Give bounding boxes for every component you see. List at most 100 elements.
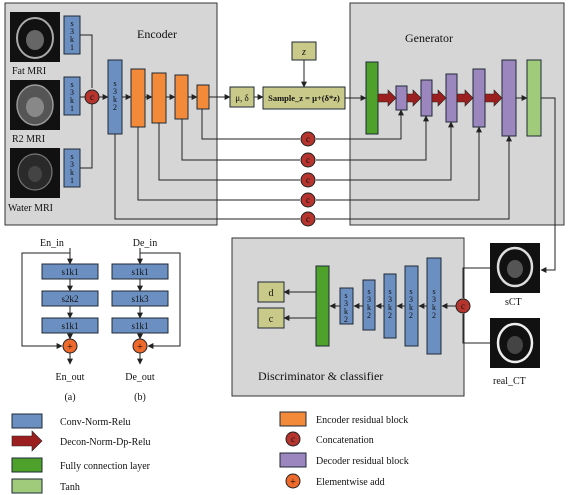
svg-text:3: 3 — [113, 87, 117, 96]
svg-text:Concatenation: Concatenation — [316, 435, 374, 446]
svg-text:c: c — [291, 434, 295, 444]
svg-text:3: 3 — [367, 295, 371, 304]
svg-text:s: s — [409, 287, 412, 296]
water-mri-label: Water MRI — [8, 203, 53, 214]
encoder-title: Encoder — [137, 27, 177, 41]
de-in-label: De_in — [133, 238, 157, 249]
decon-arrow-3 — [431, 89, 447, 107]
generator-fc-layer — [365, 61, 379, 135]
sct-image — [490, 243, 540, 293]
svg-text:+: + — [67, 342, 73, 353]
real-ct-label: real_CT — [493, 376, 526, 387]
z-box: z — [291, 41, 317, 61]
svg-text:Conv-Norm-Relu: Conv-Norm-Relu — [60, 417, 131, 428]
svg-text:s: s — [367, 287, 370, 296]
decon-arrow-2 — [406, 89, 422, 107]
disc-conv-block-4: s 3 k 2 — [362, 279, 376, 331]
svg-text:k: k — [344, 307, 348, 316]
svg-text:s: s — [70, 80, 73, 89]
svg-text:2: 2 — [113, 103, 117, 112]
svg-text:μ, δ: μ, δ — [235, 93, 249, 103]
svg-text:c: c — [306, 175, 310, 185]
svg-text:z: z — [301, 47, 306, 58]
sct-to-concat-line — [462, 267, 490, 298]
svg-text:c: c — [306, 214, 310, 224]
svg-text:k: k — [388, 303, 392, 312]
encoder-residual-block-1 — [130, 68, 146, 128]
en-caption: (a) — [64, 392, 75, 403]
svg-text:s: s — [113, 79, 116, 88]
svg-text:3: 3 — [344, 299, 348, 308]
svg-text:s: s — [432, 287, 435, 296]
svg-text:3: 3 — [70, 160, 74, 169]
decon-arrow-4 — [456, 89, 474, 107]
svg-text:s1k1: s1k1 — [61, 321, 78, 331]
svg-text:Tanh: Tanh — [60, 482, 80, 493]
legend-concat: c Concatenation — [285, 431, 374, 447]
encoder-residual-block-4 — [196, 84, 210, 110]
decoder-block-detail: De_in s1k1 s1k3 s1k1 + De_out (b) — [111, 238, 181, 403]
svg-text:c: c — [90, 92, 94, 102]
svg-text:s2k2: s2k2 — [61, 294, 78, 304]
svg-text:s1k1: s1k1 — [131, 321, 148, 331]
disc-conv-block-3: s 3 k 2 — [383, 273, 397, 339]
decon-arrow-1 — [377, 89, 397, 107]
svg-text:k: k — [367, 303, 371, 312]
svg-text:2: 2 — [367, 311, 371, 320]
decoder-residual-block-2 — [420, 79, 433, 117]
svg-text:s: s — [70, 19, 73, 28]
svg-text:2: 2 — [432, 311, 436, 320]
water-mri-image — [10, 148, 60, 198]
svg-text:3: 3 — [70, 27, 74, 36]
de-caption: (b) — [134, 392, 146, 403]
mu-delta-box: μ, δ — [229, 86, 255, 108]
legend: Conv-Norm-Relu Decon-Norm-Dp-Relu Fully … — [11, 411, 409, 494]
svg-text:Elementwise add: Elementwise add — [316, 477, 385, 488]
decoder-residual-block-4 — [472, 68, 486, 128]
skip-concat-3: c — [300, 172, 316, 188]
fat-mri-label: Fat MRI — [12, 66, 46, 77]
skip-connections — [114, 109, 512, 220]
disc-conv-block-1: s 3 k 2 — [426, 257, 442, 355]
de-out-label: De_out — [125, 372, 155, 383]
legend-add: + Elementwise add — [285, 473, 385, 489]
conv-block-r2: s 3 k 1 — [63, 76, 81, 116]
legend-conv: Conv-Norm-Relu — [11, 413, 131, 429]
svg-text:s: s — [388, 287, 391, 296]
disc-output-d: d — [257, 281, 285, 303]
disc-output-c: c — [257, 307, 285, 329]
svg-text:c: c — [461, 301, 465, 311]
decoder-residual-block-5 — [501, 59, 517, 137]
svg-text:s1k1: s1k1 — [61, 267, 78, 277]
svg-text:k: k — [70, 35, 74, 44]
conv-block-water: s 3 k 1 — [63, 148, 81, 188]
svg-text:+: + — [137, 342, 143, 353]
svg-text:s1k1: s1k1 — [131, 267, 148, 277]
svg-text:1: 1 — [70, 176, 74, 185]
generator-tanh-layer — [526, 59, 542, 137]
decoder-residual-block-1 — [395, 85, 408, 111]
sample-z-box: Sample_z = μ+(δ*z) — [262, 86, 346, 110]
encoder-residual-block-3 — [174, 74, 189, 120]
svg-text:k: k — [70, 168, 74, 177]
fat-mri-image — [10, 12, 60, 62]
legend-enc-res: Encoder residual block — [279, 411, 408, 427]
svg-text:s: s — [70, 152, 73, 161]
svg-text:k: k — [113, 95, 117, 104]
svg-text:d: d — [269, 288, 274, 299]
skip-concat-2: c — [300, 152, 316, 168]
svg-text:3: 3 — [70, 88, 74, 97]
svg-text:s1k3: s1k3 — [131, 294, 149, 304]
svg-text:3: 3 — [409, 295, 413, 304]
disc-conv-block-5: s 3 k 2 — [339, 287, 354, 325]
svg-text:k: k — [432, 303, 436, 312]
real-ct-image — [490, 318, 540, 368]
generator-title: Generator — [405, 31, 453, 45]
legend-decon: Decon-Norm-Dp-Relu — [11, 430, 151, 452]
sct-label: sCT — [505, 297, 522, 308]
decoder-residual-block-3 — [445, 73, 458, 123]
encoder-concat-node: c — [84, 89, 100, 105]
svg-text:+: + — [290, 477, 296, 488]
svg-text:1: 1 — [70, 43, 74, 52]
svg-text:c: c — [306, 155, 310, 165]
